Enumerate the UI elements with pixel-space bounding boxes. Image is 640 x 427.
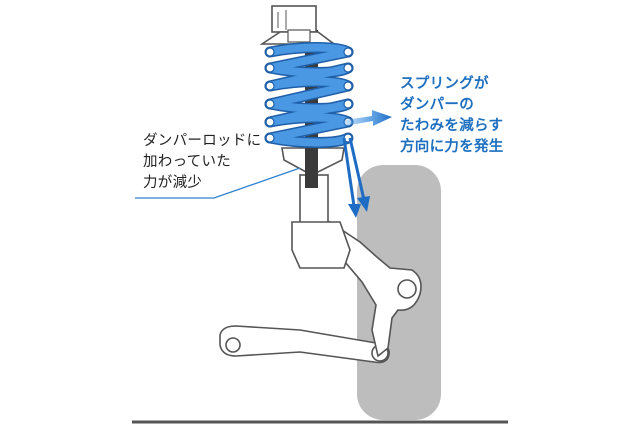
coil-spring — [264, 42, 354, 148]
steering-knuckle — [329, 220, 422, 358]
top-mount — [259, 5, 337, 45]
spring-force-callout: スプリングが ダンパーの たわみを減らす 方向に力を発生 — [400, 74, 504, 158]
left-callout-leader — [135, 167, 301, 199]
lower-control-arm — [219, 325, 390, 364]
damper-rod-force-callout: ダンパーロッドに 加わっていた 力が減少 — [143, 131, 261, 194]
right-callout-line-4: 方向に力を発生 — [400, 139, 504, 155]
left-callout-line-2: 加わっていた — [143, 154, 232, 170]
right-callout-line-3: たわみを減らす — [400, 118, 504, 134]
right-callout-line-1: スプリングが — [400, 76, 489, 92]
spring-force-arrow — [332, 110, 392, 128]
right-callout-line-2: ダンパーの — [400, 97, 474, 113]
left-callout-line-1: ダンパーロッドに — [143, 133, 262, 149]
left-callout-line-3: 力が減少 — [143, 175, 203, 191]
downward-force-arrows — [342, 137, 370, 218]
